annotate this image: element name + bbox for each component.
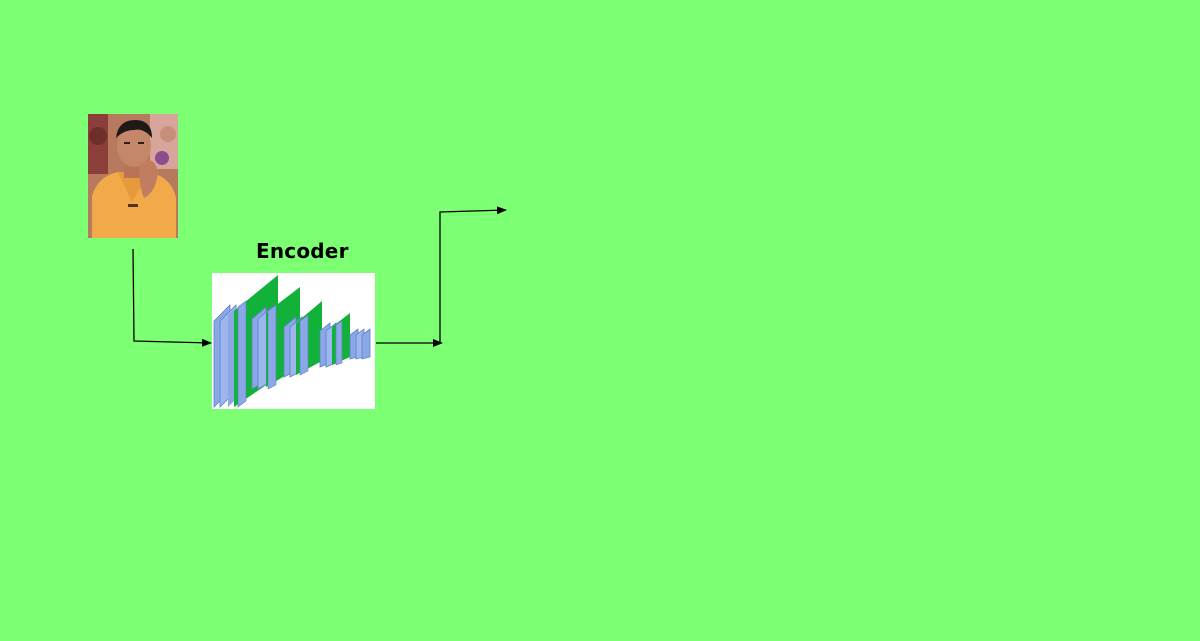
arrow-output-up [439,206,507,343]
encoder-block [212,273,375,409]
cnn-layers-icon [213,275,371,408]
input-photo [88,114,178,238]
person-photo-icon [88,114,178,238]
encoder-label: Encoder [256,239,349,263]
arrow-photo-to-encoder [132,248,212,347]
